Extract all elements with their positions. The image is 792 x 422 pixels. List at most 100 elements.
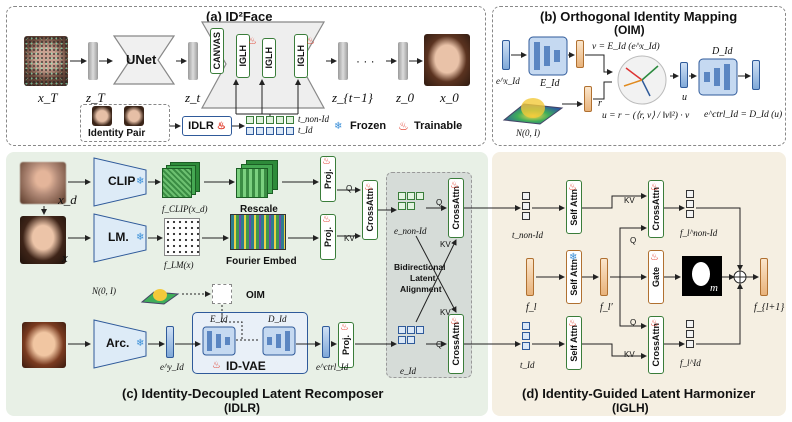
proj-block-clip: Proj. (320, 156, 336, 202)
label-kv-c1: KV (344, 234, 355, 243)
flame-icon: ♨ (650, 318, 659, 329)
rescaled-feature-stack (236, 160, 280, 198)
label-f-clip: f_CLIP(x_d) (162, 204, 208, 214)
vector-r (584, 86, 592, 112)
panel-a (6, 6, 486, 146)
iglh-block-2: IGLH (262, 38, 276, 78)
snowflake-icon: ❄ (136, 232, 145, 243)
label-x0: x_0 (440, 90, 459, 105)
flame-icon: ♨ (322, 156, 331, 167)
flame-icon: ♨ (450, 316, 459, 327)
label-r: r (598, 98, 602, 109)
label-q-c2: Q (436, 198, 443, 207)
flame-icon: ♨ (568, 182, 577, 193)
clip-encoder (93, 157, 147, 207)
decoder-D-id (698, 58, 738, 96)
label-E-id-c: E_Id (210, 314, 228, 324)
snowflake-icon: ❄ (569, 252, 578, 263)
label-q-d2: Q (630, 318, 637, 327)
label-fl1: f_{l+1} (754, 302, 785, 313)
panel-d-subtitle: (IGLH) (612, 401, 649, 415)
label-f-lm: f_LM(x) (164, 260, 194, 270)
label-zT: z_T (86, 90, 105, 105)
flame-icon: ♨ (450, 180, 459, 191)
trainable-legend: Trainable (414, 120, 463, 132)
landmark-map (164, 218, 200, 256)
gaussian-surface-small (140, 289, 180, 305)
token-row-id (246, 127, 294, 135)
label-f-nonid: f_l^non-Id (680, 228, 718, 238)
equation-v: v = E_Id (e^x_Id) (592, 42, 660, 52)
label-normal-b: N(0, I) (516, 128, 540, 138)
encoder-E-id (528, 36, 568, 76)
vector-fl (526, 258, 534, 296)
gate-block: Gate (648, 250, 664, 304)
flame-icon: ♨ (248, 36, 257, 47)
proj-block-id: Proj. (338, 322, 354, 368)
panel-b-subtitle: (OIM) (614, 23, 645, 37)
iglh-block-3: IGLH (294, 34, 308, 78)
panel-c-subtitle: (IDLR) (224, 401, 260, 415)
latent-zT (88, 42, 98, 80)
flame-icon: ♨ (650, 182, 659, 193)
label-D-id-b: D_Id (712, 46, 733, 57)
panel-b (492, 6, 786, 146)
latent-zt1 (338, 42, 348, 80)
label-u: u (682, 92, 687, 103)
oim-sphere-small (212, 284, 232, 304)
label-t-nonid-d: t_non-Id (512, 230, 543, 240)
tokens-f-nonid (686, 190, 694, 218)
unet-shape (112, 35, 176, 85)
bidir-line-1: Bidirectional (394, 262, 446, 272)
label-zt: z_t (185, 90, 201, 105)
identity-face-1 (92, 106, 112, 126)
selfattn-block-3: Self Attn (566, 316, 582, 370)
rescale-label: Rescale (240, 204, 278, 215)
frozen-legend: Frozen (350, 120, 387, 132)
clip-feature-stack (162, 162, 202, 198)
noisy-face-image (24, 36, 68, 86)
crossattn-block-d1: CrossAttn (648, 180, 664, 238)
label-zt1: z_{t−1} (332, 90, 373, 105)
vector-e-ctrl (752, 60, 760, 90)
token-row-nonid (246, 116, 294, 124)
crossattn-block-c1: CrossAttn (362, 180, 378, 240)
arc-encoder (93, 319, 147, 369)
snowflake-icon: ❄ (334, 121, 343, 132)
fourier-embed-map (230, 214, 286, 250)
label-t-nonid: t_non-Id (298, 114, 329, 124)
tokens-t-nonid (522, 192, 530, 220)
selfattn-block-2: Self Attn (566, 250, 582, 304)
panel-d-title: (d) Identity-Guided Latent Harmonizer (522, 386, 756, 401)
identity-face-2 (124, 106, 144, 126)
ellipsis: · · · (356, 54, 375, 68)
label-e-ctrl-c: e^ctrl_Id (316, 362, 349, 372)
tokens-e-nonid (398, 192, 424, 210)
selfattn-block-1: Self Attn (566, 180, 582, 234)
label-t-id-d: t_Id (520, 360, 535, 370)
snowflake-icon: ❄ (136, 338, 145, 349)
arc-label: Arc. (106, 336, 130, 350)
panel-c-title: (c) Identity-Decoupled Latent Recomposer (122, 386, 384, 401)
label-E-id-b: E_Id (540, 78, 560, 89)
mask-image (682, 256, 722, 296)
canvas-block: CANVAS (210, 28, 224, 74)
snowflake-icon: ❄ (136, 176, 145, 187)
crossattn-block-d2: CrossAttn (648, 316, 664, 374)
equation-e-ctrl: e^ctrl_Id = D_Id (u) (704, 110, 783, 120)
equation-u: u = r − (⟨r, v⟩ / ‖v‖²) · v (602, 111, 690, 121)
id-vae-decoder (262, 326, 296, 356)
label-x: x (62, 250, 68, 265)
label-xT: x_T (38, 90, 58, 105)
label-normal-c: N(0, I) (92, 286, 116, 296)
input-face-image (20, 216, 66, 264)
output-face-image (424, 34, 470, 86)
fourier-label: Fourier Embed (226, 256, 297, 267)
vector-ex-id (502, 40, 510, 70)
label-ex-id: e^x_Id (496, 76, 520, 86)
flame-icon: ♨ (306, 36, 315, 47)
bidir-line-2: Latent (410, 273, 436, 283)
clip-label: CLIP (108, 174, 136, 188)
label-D-id-c: D_Id (268, 314, 287, 324)
